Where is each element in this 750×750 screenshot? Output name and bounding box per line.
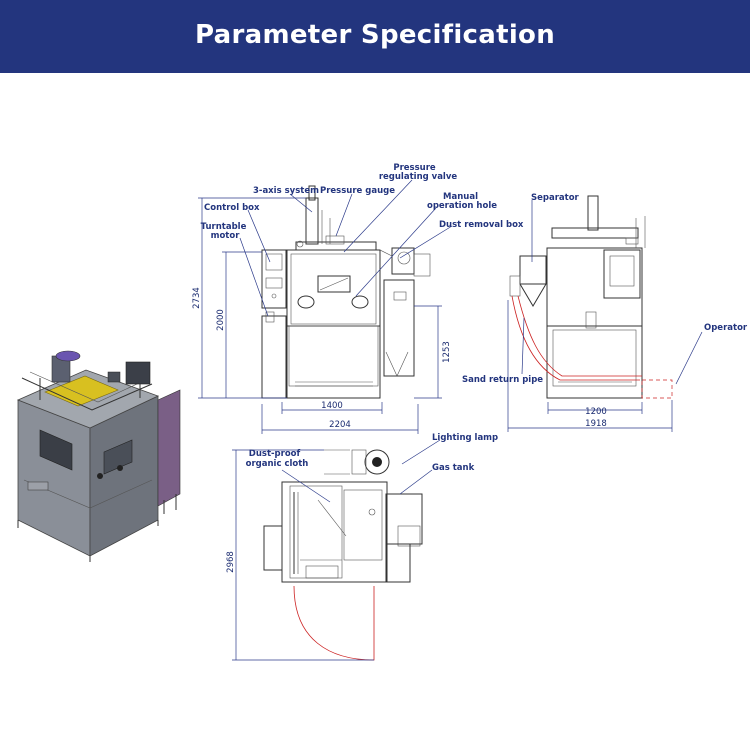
label-sand-return-pipe: Sand return pipe: [462, 375, 543, 385]
dim-cabinet-height: 2000: [216, 309, 226, 331]
label-lighting-lamp: Lighting lamp: [432, 433, 498, 443]
label-turntable-motor: Turntable motor: [201, 222, 250, 241]
page-title: Parameter Specification: [194, 20, 556, 50]
dim-dust-box-height: 1253: [442, 341, 452, 363]
label-separator: Separator: [531, 193, 580, 203]
side-view-leaders: [521, 200, 703, 385]
front-view-drawing: [198, 185, 442, 434]
dim-cabinet-width: 1400: [321, 401, 343, 411]
label-pressure-gauge: Pressure gauge: [320, 186, 395, 196]
label-dust-removal-box: Dust removal box: [439, 220, 524, 230]
label-3-axis-system: 3-axis system: [253, 186, 319, 196]
label-manual-operation-hole: Manual operation hole: [427, 192, 497, 211]
label-dust-proof-organic-cloth: Dust-proof organic cloth: [246, 449, 309, 469]
plan-view-leaders: [281, 439, 441, 503]
label-gas-tank: Gas tank: [432, 463, 475, 473]
side-view-drawing: [507, 195, 673, 432]
label-pressure-regulating-valve: Pressure regulating valve: [379, 163, 458, 182]
front-view-leaders: [239, 179, 453, 317]
dim-overall-height: 2734: [192, 287, 202, 309]
plan-view-drawing: [232, 449, 423, 661]
header-banner: Parameter Specification: [0, 0, 750, 73]
dim-plan-depth: 2968: [226, 551, 236, 573]
label-control-box: Control box: [204, 203, 260, 213]
label-operator: Operator: [704, 323, 748, 333]
dim-side-depth: 1200: [585, 407, 607, 417]
dim-side-overall: 1918: [585, 419, 607, 429]
dim-overall-width: 2204: [329, 420, 351, 430]
isometric-machine-illustration: [16, 350, 181, 562]
